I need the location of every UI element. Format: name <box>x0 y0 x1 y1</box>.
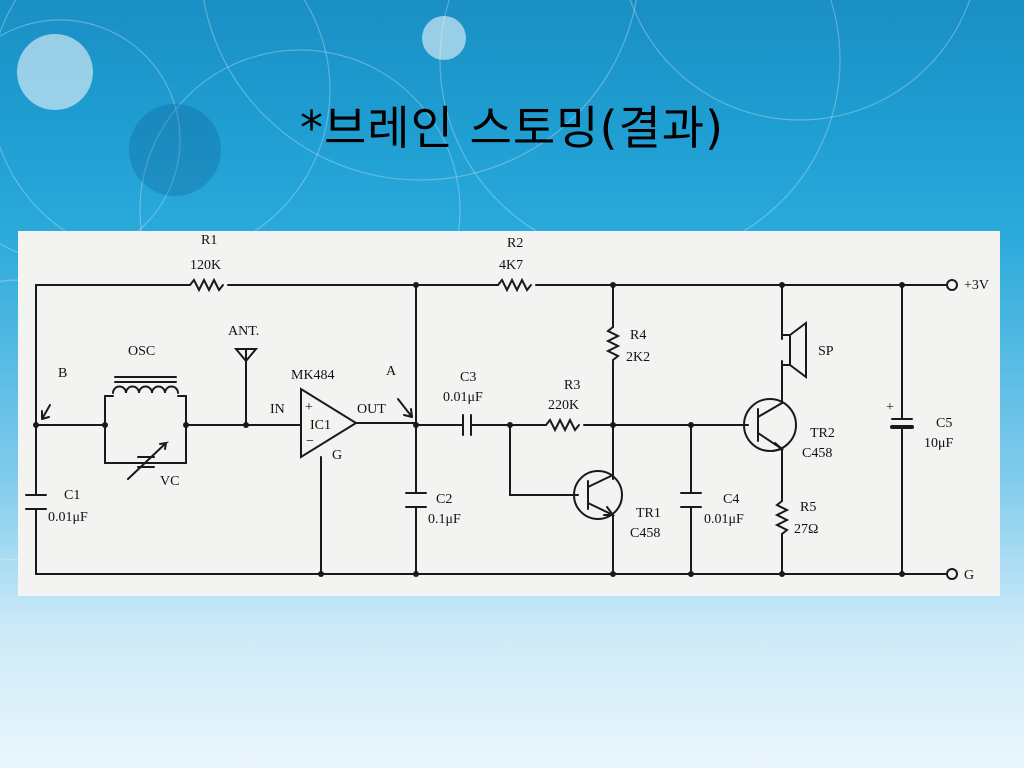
label-c3-value: 0.01μF <box>443 390 483 405</box>
terminal-vplus <box>946 279 958 291</box>
label-c5: C5 <box>936 416 952 431</box>
label-c4-value: 0.01μF <box>704 512 744 527</box>
label-ic1-ground: G <box>332 448 342 463</box>
node-b-arrow <box>41 404 51 420</box>
tr1-emitter-arrow <box>603 506 615 516</box>
coil-osc <box>112 385 179 394</box>
transistor-tr2 <box>743 398 797 452</box>
node-a-arrow <box>397 398 413 418</box>
label-antenna: ANT. <box>228 324 259 339</box>
capacitor-c4 <box>680 492 702 508</box>
label-out: OUT <box>357 402 386 417</box>
label-c1: C1 <box>64 488 80 503</box>
label-in: IN <box>270 402 285 417</box>
label-tr2: TR2 <box>810 426 835 441</box>
ic1-minus-sign: − <box>306 434 314 449</box>
resistor-r5 <box>774 500 790 535</box>
speaker-box <box>781 334 791 366</box>
resistor-r3 <box>545 417 580 433</box>
label-c3: C3 <box>460 370 476 385</box>
label-tr1-part: C458 <box>630 526 660 541</box>
slide-title: *브레인 스토밍(결과) <box>299 101 725 155</box>
label-r1-value: 120K <box>190 258 221 273</box>
wire-osc-vc-loop <box>104 395 187 464</box>
label-r5: R5 <box>800 500 816 515</box>
label-ground: G <box>964 568 974 583</box>
label-tr2-part: C458 <box>802 446 832 461</box>
label-ic1: IC1 <box>310 418 331 433</box>
label-c2-value: 0.1μF <box>428 512 461 527</box>
label-c1-value: 0.01μF <box>48 510 88 525</box>
resistor-r2 <box>497 277 532 293</box>
label-vplus: +3V <box>964 278 989 293</box>
c5-plus-sign: + <box>886 400 894 415</box>
speaker-cone <box>789 321 807 379</box>
schematic-svg: + + − R1 120K R2 4K7 R3 220K R4 2K2 R5 2… <box>25 233 989 583</box>
terminal-ground <box>946 568 958 580</box>
label-r5-value: 27Ω <box>794 522 818 537</box>
label-osc: OSC <box>128 344 155 359</box>
capacitor-c3 <box>462 414 472 436</box>
capacitor-c1 <box>25 494 47 510</box>
capacitor-c2 <box>405 492 427 508</box>
tr1-leads <box>587 474 614 575</box>
label-c5-value: 10μF <box>924 436 954 451</box>
label-tr1: TR1 <box>636 506 661 521</box>
label-vc: VC <box>160 474 179 489</box>
label-r4: R4 <box>630 328 646 343</box>
circuit-diagram: + + − R1 120K R2 4K7 R3 220K R4 2K2 R5 2… <box>18 231 1000 596</box>
antenna-symbol <box>233 348 259 363</box>
resistor-r1 <box>189 277 224 293</box>
label-mk484: MK484 <box>291 368 335 383</box>
resistor-r4 <box>605 326 621 361</box>
label-c4: C4 <box>723 492 739 507</box>
tr2-leads <box>757 370 783 502</box>
label-c2: C2 <box>436 492 452 507</box>
label-r1: R1 <box>201 233 217 248</box>
label-r3-value: 220K <box>548 398 579 413</box>
label-r2: R2 <box>507 236 523 251</box>
transistor-tr1 <box>573 470 623 520</box>
label-node-a: A <box>386 364 397 379</box>
ic1-triangle <box>300 387 358 459</box>
coil-core <box>114 376 177 383</box>
label-node-b: B <box>58 366 67 381</box>
junction-dots <box>33 282 905 577</box>
label-speaker: SP <box>818 344 834 359</box>
label-r2-value: 4K7 <box>499 258 523 273</box>
vc-arrow <box>127 441 170 480</box>
tr2-emitter-arrow <box>772 442 785 452</box>
ic1-plus-sign: + <box>305 400 313 415</box>
label-r4-value: 2K2 <box>626 350 650 365</box>
label-r3: R3 <box>564 378 580 393</box>
wire-tr1-base <box>509 424 579 496</box>
